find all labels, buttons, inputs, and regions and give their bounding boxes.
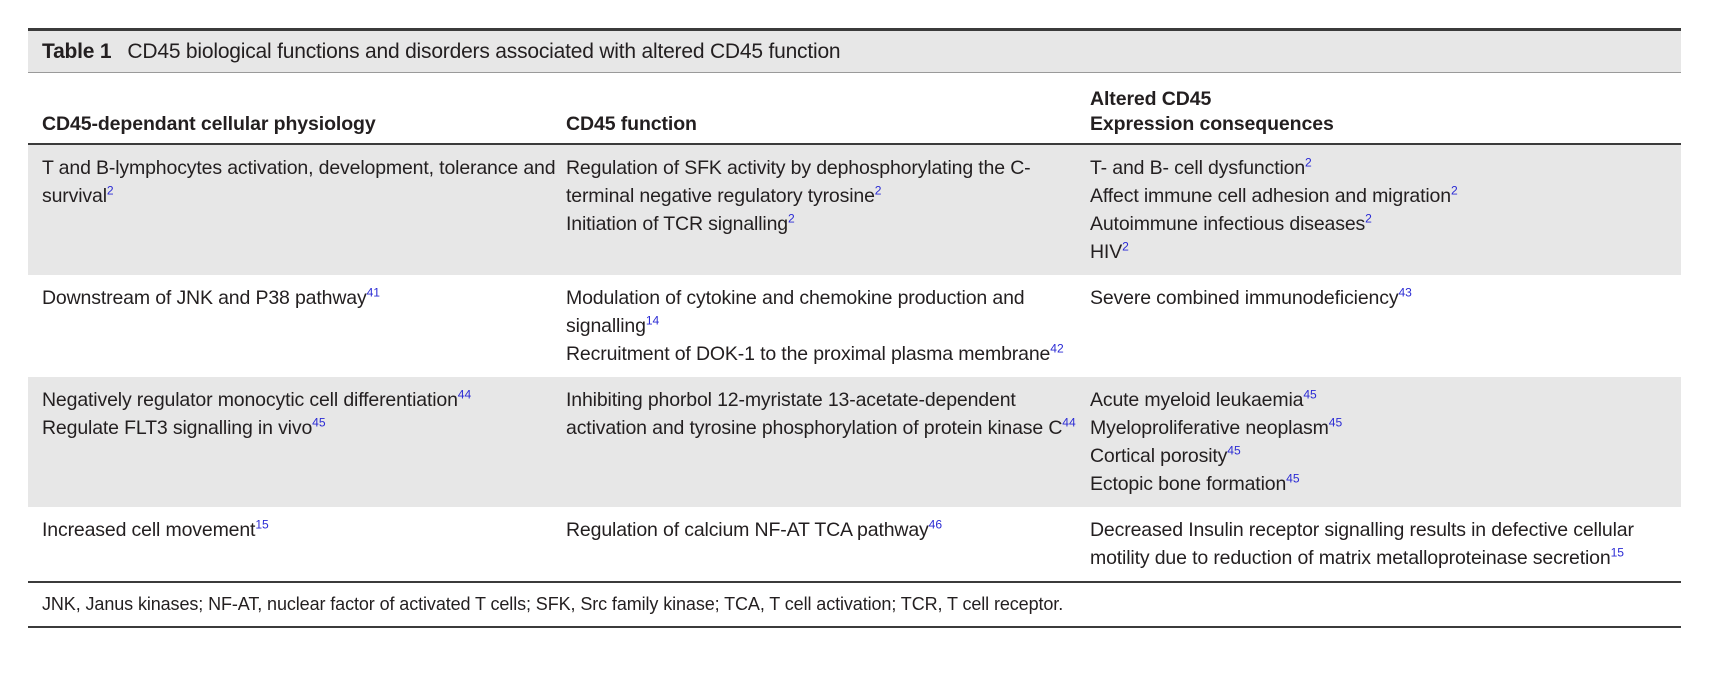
table-header-row: CD45-dependant cellular physiology CD45 … bbox=[28, 73, 1681, 145]
table-cell: Inhibiting phorbol 12-myristate 13-aceta… bbox=[558, 386, 1078, 498]
cell-line: Recruitment of DOK-1 to the proximal pla… bbox=[566, 341, 1064, 365]
reference-marker[interactable]: 2 bbox=[1450, 183, 1458, 198]
cell-content: Increased cell movement15 bbox=[42, 516, 558, 544]
reference-marker[interactable]: 2 bbox=[1365, 211, 1372, 226]
table-cell: Negatively regulator monocytic cell diff… bbox=[28, 386, 558, 498]
reference-marker[interactable]: 2 bbox=[1305, 155, 1312, 170]
cell-content: Regulation of calcium NF-AT TCA pathway4… bbox=[566, 516, 1078, 544]
reference-marker[interactable]: 45 bbox=[312, 415, 326, 430]
table-cell: Decreased Insulin receptor signalling re… bbox=[1078, 516, 1681, 572]
table-row: T and B-lymphocytes activation, developm… bbox=[28, 145, 1681, 275]
table-caption-bar: Table 1 CD45 biological functions and di… bbox=[28, 28, 1681, 73]
cell-line: Modulation of cytokine and chemokine pro… bbox=[566, 287, 1025, 337]
cell-content: Downstream of JNK and P38 pathway41 bbox=[42, 284, 558, 312]
cell-line: Severe combined immunodeficiency43 bbox=[1090, 285, 1412, 309]
table-cell: Regulation of SFK activity by dephosphor… bbox=[558, 154, 1078, 266]
table-row: Downstream of JNK and P38 pathway41 Modul… bbox=[28, 275, 1681, 377]
column-header-altered-line2: Expression consequences bbox=[1090, 113, 1334, 135]
reference-marker[interactable]: 44 bbox=[457, 387, 472, 402]
reference-marker[interactable]: 15 bbox=[1610, 545, 1624, 560]
cell-line: Cortical porosity45 bbox=[1090, 443, 1241, 467]
cell-line: Decreased Insulin receptor signalling re… bbox=[1090, 519, 1634, 569]
cell-content: Modulation of cytokine and chemokine pro… bbox=[566, 284, 1078, 368]
cell-line: Autoimmune infectious diseases2 bbox=[1090, 211, 1372, 235]
reference-marker[interactable]: 45 bbox=[1328, 415, 1343, 430]
table-container: Table 1 CD45 biological functions and di… bbox=[28, 28, 1681, 628]
table-title: CD45 biological functions and disorders … bbox=[127, 39, 841, 63]
reference-marker[interactable]: 45 bbox=[1286, 471, 1300, 486]
cell-line: T- and B- cell dysfunction2 bbox=[1090, 155, 1312, 179]
cell-content: Decreased Insulin receptor signalling re… bbox=[1090, 516, 1671, 572]
reference-marker[interactable]: 2 bbox=[787, 211, 795, 226]
table-cell: Increased cell movement15 bbox=[28, 516, 558, 572]
reference-marker[interactable]: 15 bbox=[255, 517, 269, 532]
cell-line: Acute myeloid leukaemia45 bbox=[1090, 387, 1317, 411]
cell-content: Inhibiting phorbol 12-myristate 13-aceta… bbox=[566, 386, 1078, 442]
column-header-cell-2: CD45 function bbox=[558, 112, 1078, 137]
reference-marker[interactable]: 45 bbox=[1303, 387, 1317, 402]
column-header-function: CD45 function bbox=[566, 113, 697, 135]
column-header-physiology: CD45-dependant cellular physiology bbox=[42, 113, 376, 135]
table-cell: Downstream of JNK and P38 pathway41 bbox=[28, 284, 558, 368]
table-cell: Modulation of cytokine and chemokine pro… bbox=[558, 284, 1078, 368]
table-row: Negatively regulator monocytic cell diff… bbox=[28, 377, 1681, 507]
cell-line: Inhibiting phorbol 12-myristate 13-aceta… bbox=[566, 389, 1076, 439]
column-header-altered-line1: Altered CD45 bbox=[1090, 88, 1212, 110]
footer-rule bbox=[28, 581, 1681, 583]
cell-content: T and B-lymphocytes activation, developm… bbox=[42, 154, 558, 210]
table-footnote: JNK, Janus kinases; NF-AT, nuclear facto… bbox=[28, 583, 1681, 628]
cell-content: Negatively regulator monocytic cell diff… bbox=[42, 386, 558, 442]
reference-marker[interactable]: 45 bbox=[1227, 443, 1241, 458]
reference-marker[interactable]: 2 bbox=[1122, 239, 1129, 254]
table-body: T and B-lymphocytes activation, developm… bbox=[28, 145, 1681, 581]
reference-marker[interactable]: 2 bbox=[874, 183, 882, 198]
reference-marker[interactable]: 14 bbox=[645, 313, 660, 328]
table-label: Table 1 bbox=[42, 39, 112, 63]
column-header-cell-1: CD45-dependant cellular physiology bbox=[28, 112, 558, 137]
cell-line: Downstream of JNK and P38 pathway41 bbox=[42, 285, 380, 309]
reference-marker[interactable]: 46 bbox=[928, 517, 943, 532]
reference-marker[interactable]: 42 bbox=[1050, 341, 1064, 356]
cell-line: HIV2 bbox=[1090, 239, 1129, 263]
cell-line: Affect immune cell adhesion and migratio… bbox=[1090, 183, 1458, 207]
reference-marker[interactable]: 44 bbox=[1062, 415, 1076, 430]
cell-line: Ectopic bone formation45 bbox=[1090, 471, 1300, 495]
cell-line: Regulation of SFK activity by dephosphor… bbox=[566, 157, 1031, 207]
cell-line: Regulate FLT3 signalling in vivo45 bbox=[42, 415, 326, 439]
column-header-cell-3: Altered CD45 Expression consequences bbox=[1078, 87, 1681, 137]
cell-line: T and B-lymphocytes activation, developm… bbox=[42, 157, 556, 207]
reference-marker[interactable]: 43 bbox=[1398, 285, 1412, 300]
cell-line: Increased cell movement15 bbox=[42, 517, 269, 541]
cell-line: Regulation of calcium NF-AT TCA pathway4… bbox=[566, 517, 943, 541]
table-cell: T and B-lymphocytes activation, developm… bbox=[28, 154, 558, 266]
cell-content: Severe combined immunodeficiency43 bbox=[1090, 284, 1671, 312]
reference-marker[interactable]: 41 bbox=[366, 285, 380, 300]
table-row: Increased cell movement15 Regulation of c… bbox=[28, 507, 1681, 581]
table-cell: Severe combined immunodeficiency43 bbox=[1078, 284, 1681, 368]
cell-line: Myeloproliferative neoplasm45 bbox=[1090, 415, 1343, 439]
reference-marker[interactable]: 2 bbox=[106, 183, 114, 198]
cell-content: Regulation of SFK activity by dephosphor… bbox=[566, 154, 1078, 238]
table-cell: Regulation of calcium NF-AT TCA pathway4… bbox=[558, 516, 1078, 572]
cell-line: Negatively regulator monocytic cell diff… bbox=[42, 387, 472, 411]
cell-line: Initiation of TCR signalling2 bbox=[566, 211, 795, 235]
